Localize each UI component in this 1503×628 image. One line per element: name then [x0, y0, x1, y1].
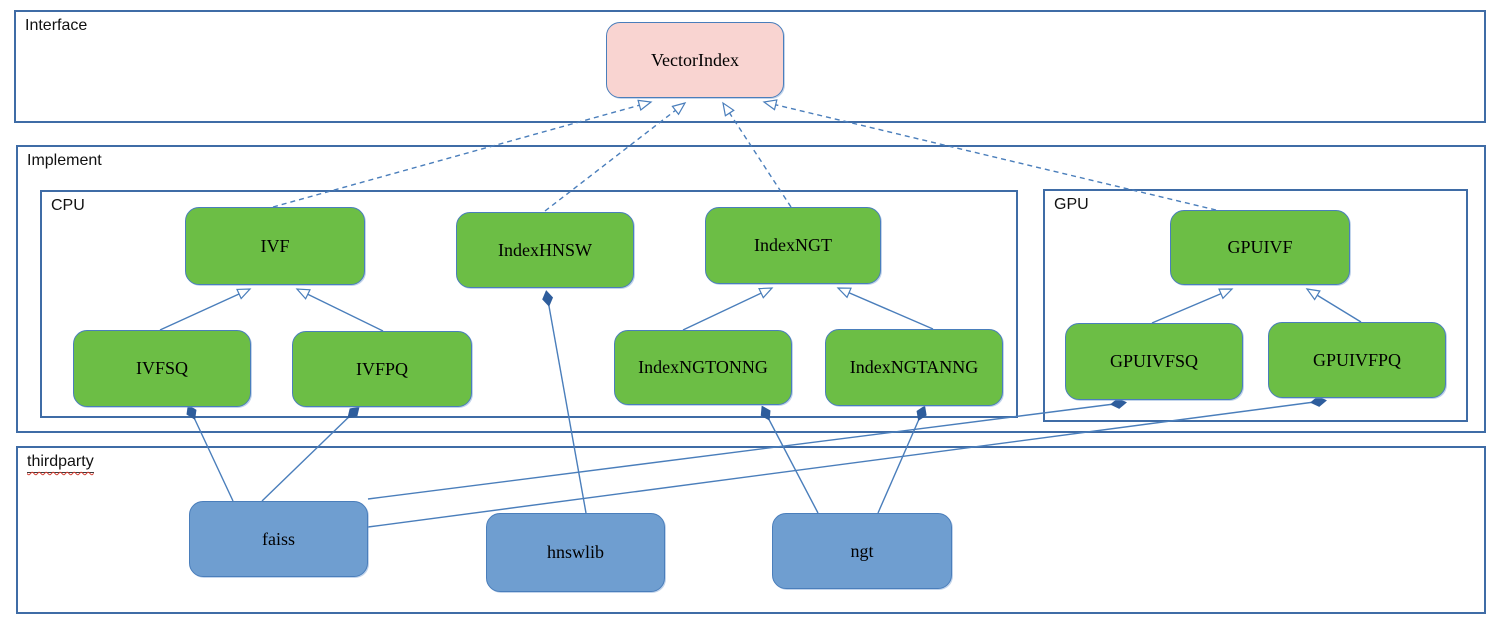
node-label-gpuivfpq: GPUIVFPQ — [1312, 349, 1402, 370]
node-label-indexngtonng: IndexNGTONNG — [638, 357, 768, 377]
node-indexngtonng[interactable]: IndexNGTONNG — [614, 330, 792, 405]
node-gpuivfpq[interactable]: GPUIVFPQ — [1268, 322, 1446, 398]
node-indexngt[interactable]: IndexNGT — [705, 207, 881, 284]
node-ivfsq[interactable]: IVFSQ — [73, 330, 251, 407]
node-label-ivfsq: IVFSQ — [135, 358, 188, 378]
node-label-gpuivf: GPUIVF — [1227, 237, 1293, 257]
node-indexngtanng[interactable]: IndexNGTANNG — [825, 329, 1003, 406]
section-label-gpu: GPU — [1054, 196, 1089, 213]
node-gpuivf[interactable]: GPUIVF — [1170, 210, 1350, 285]
node-label-ivfpq: IVFPQ — [355, 358, 408, 379]
section-label-interface: Interface — [25, 17, 88, 34]
node-gpuivfsq[interactable]: GPUIVFSQ — [1065, 323, 1243, 400]
node-label-indexngtanng: IndexNGTANNG — [849, 357, 979, 377]
node-label-hnswlib: hnswlib — [546, 542, 604, 562]
node-label-ivf: IVF — [260, 235, 290, 256]
node-label-faiss: faiss — [262, 528, 295, 549]
node-ivfpq[interactable]: IVFPQ — [292, 331, 472, 407]
node-ngt[interactable]: ngt — [772, 513, 952, 589]
node-label-ngt: ngt — [850, 540, 874, 561]
node-vectorindex[interactable]: VectorIndex — [606, 22, 784, 98]
node-label-indexngt: IndexNGT — [754, 235, 832, 255]
node-ivf[interactable]: IVF — [185, 207, 365, 285]
section-label-implement: Implement — [27, 152, 102, 169]
node-hnswlib[interactable]: hnswlib — [486, 513, 665, 592]
node-label-indexhnsw: IndexHNSW — [498, 239, 592, 260]
section-label-thirdparty: thirdparty — [27, 453, 94, 473]
section-label-cpu: CPU — [51, 197, 85, 214]
node-faiss[interactable]: faiss — [189, 501, 368, 577]
node-indexhnsw[interactable]: IndexHNSW — [456, 212, 634, 288]
node-label-gpuivfsq: GPUIVFSQ — [1109, 351, 1199, 371]
node-label-vectorindex: VectorIndex — [651, 49, 739, 70]
